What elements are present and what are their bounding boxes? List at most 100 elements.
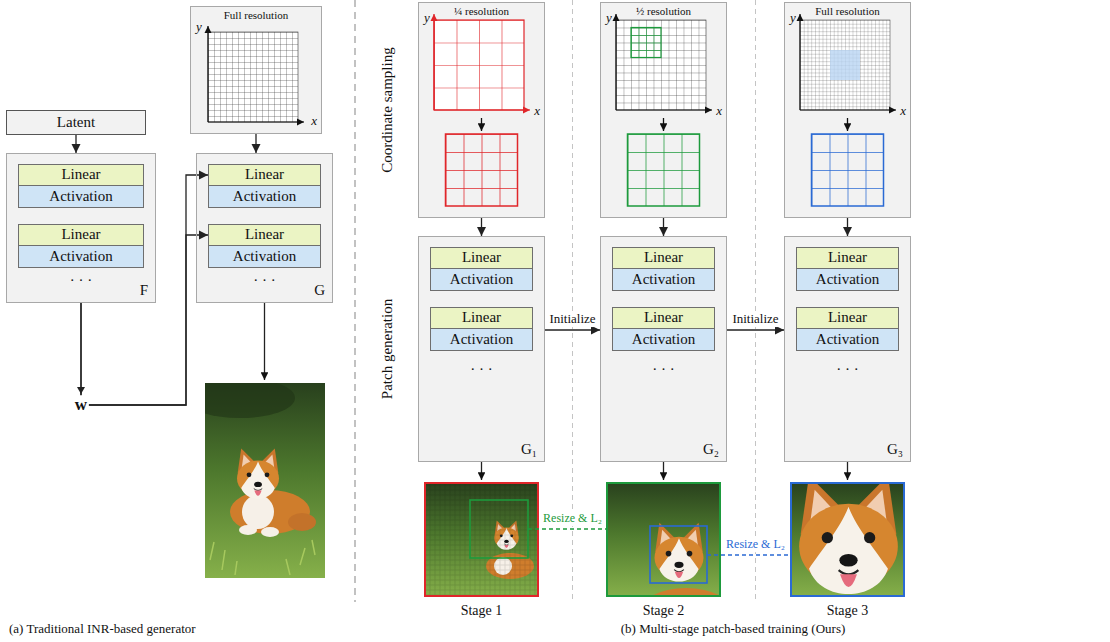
text-holder: Linear — [19, 225, 143, 245]
text-holder: Activation — [209, 246, 320, 267]
network-block: · · ·G₃LinearActivationLinearActivation — [784, 236, 911, 462]
layer-label: Linear — [462, 249, 501, 266]
resize-loss-line — [528, 529, 790, 555]
text-holder: G₂ — [703, 441, 719, 458]
sampled-grid — [446, 134, 518, 206]
activation-layer: Activation — [208, 246, 321, 268]
stage-output-image — [791, 483, 904, 596]
sampling-arrow — [847, 118, 848, 131]
connector-arrow — [255, 134, 256, 153]
text-holder: Patch generation — [379, 298, 396, 400]
block-fill — [196, 153, 333, 303]
text-holder: y — [196, 20, 202, 35]
sampled-grid — [628, 134, 700, 206]
text-holder: Activation — [19, 186, 143, 207]
text-holder: Resize & L₂ — [542, 512, 603, 526]
text-holder: x — [716, 104, 722, 119]
activation-layer: Activation — [796, 329, 899, 351]
activation-layer: Activation — [612, 329, 715, 351]
text-holder: (a) Traditional INR-based generator — [8, 622, 197, 637]
coordinate-grid — [616, 20, 706, 110]
ellipsis-mark: · · · — [197, 272, 332, 289]
connector-label: Initialize — [547, 312, 597, 327]
coordinate-grid — [800, 109, 896, 110]
layer-label: Linear — [61, 226, 100, 243]
stage-output-image — [424, 482, 539, 597]
stage-output-image — [606, 482, 721, 597]
text-holder: · · · — [785, 361, 910, 378]
loss-label: Resize & L₂ — [542, 512, 603, 526]
text-holder: Activation — [797, 269, 898, 290]
coordinate-grid-panel: Full resolutiony x — [190, 6, 322, 134]
coordinate-grid — [208, 14, 896, 122]
figure-caption: (b) Multi-stage patch-based training (Ou… — [620, 622, 847, 637]
text-holder: Activation — [797, 329, 898, 350]
text-holder: ¼ resolution — [419, 5, 544, 18]
linear-layer: Linear — [208, 224, 321, 246]
coordinate-grid — [616, 20, 706, 110]
text-holder: Linear — [613, 308, 714, 328]
block-fill — [784, 236, 911, 462]
layer-label: Linear — [462, 309, 501, 326]
text-holder: Linear — [209, 225, 320, 245]
coordinate-grid — [208, 121, 304, 122]
text-holder: y — [606, 11, 612, 26]
stage-label: Stage 1 — [460, 603, 504, 619]
block-fill — [6, 2, 911, 462]
linear-layer: Linear — [796, 247, 899, 269]
coordinate-grid-panel: ¼ resolutiony x — [418, 2, 545, 218]
linear-layer: Linear — [796, 307, 899, 329]
coordinate-grid-panel: Full resolutionyx — [784, 2, 911, 218]
text-holder: G₁ — [521, 441, 537, 458]
layer-label: Activation — [233, 248, 296, 265]
activation-layer: Activation — [208, 186, 321, 208]
ellipsis-mark: · · · — [419, 361, 544, 378]
axis-label: x — [534, 104, 540, 119]
stage-output-image — [424, 482, 539, 597]
resolution-title: Full resolution — [191, 9, 321, 22]
text-holder: Latent — [7, 111, 145, 134]
text-holder: F — [140, 282, 148, 299]
stage-output-image — [607, 483, 720, 596]
axis-label: x — [900, 104, 906, 119]
text-holder: G — [314, 282, 325, 299]
sampled-grid — [812, 134, 884, 206]
network-name: G₁ — [521, 441, 537, 458]
stage-label: Stage 2 — [642, 603, 686, 619]
layer-label: Activation — [816, 271, 879, 288]
coordinate-grid-panel: ½ resolutionyx — [600, 2, 727, 218]
sampled-grid — [446, 134, 884, 206]
stage-output-image — [424, 476, 905, 640]
text-holder: Linear — [431, 248, 532, 268]
stage-label: Stage 3 — [826, 603, 870, 619]
layer-label: Linear — [245, 226, 284, 243]
sampled-grid — [628, 134, 700, 206]
text-holder: Initialize — [730, 312, 780, 327]
output-arrow — [481, 462, 482, 480]
text-holder: · · · — [197, 272, 332, 289]
stage-output-image — [655, 523, 704, 582]
coordinate-grid — [800, 20, 890, 110]
coordinate-grid — [800, 20, 890, 110]
activation-layer: Activation — [796, 269, 899, 291]
text-holder: Linear — [19, 165, 143, 185]
layer-label: Activation — [49, 188, 112, 205]
sampled-grid — [446, 134, 518, 206]
text-holder: Coordinate sampling — [379, 46, 396, 173]
latent-vector-label: w — [73, 395, 89, 415]
row-label: Coordinate sampling — [379, 46, 396, 173]
text-holder: y — [424, 11, 430, 26]
figure-caption: (a) Traditional INR-based generator — [8, 622, 197, 637]
axis-label: y — [790, 11, 796, 26]
layer-label: Activation — [450, 271, 513, 288]
text-holder: · · · — [601, 361, 726, 378]
separator-line — [572, 0, 573, 600]
input-box: Latent — [6, 110, 146, 135]
network-name: G₃ — [887, 441, 903, 458]
resize-loss-line — [528, 528, 606, 530]
axis-label: x — [311, 114, 317, 129]
coordinate-grid — [434, 109, 530, 110]
text-holder: · · · — [7, 272, 155, 289]
block-fill — [418, 236, 545, 462]
